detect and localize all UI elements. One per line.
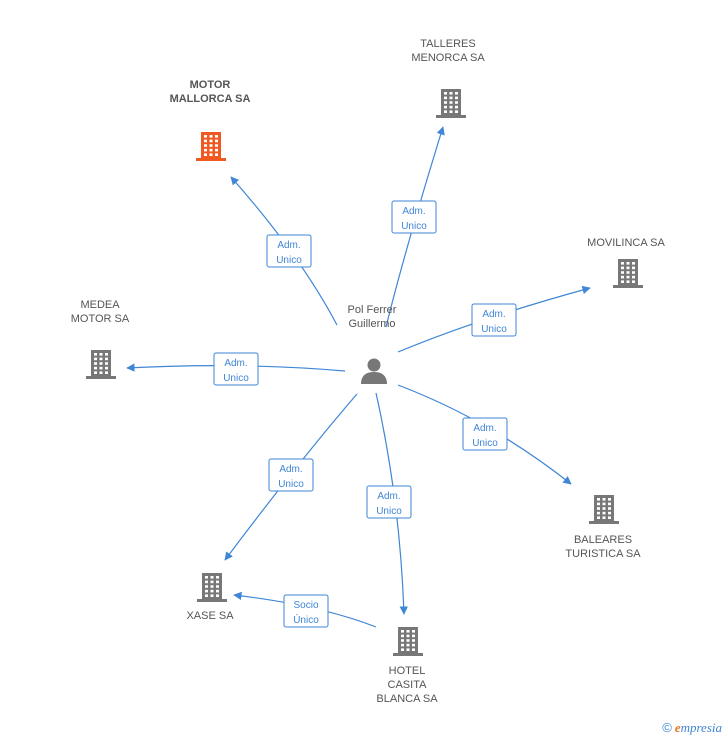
person-icon	[361, 358, 387, 384]
company-name: MALLORCA SA	[170, 93, 251, 105]
edge-label-text: Unico	[223, 373, 249, 384]
edge-label-text: Unico	[376, 506, 402, 517]
edge-label-motor-mallorca[interactable]: Adm. Unico	[266, 234, 312, 268]
edge-label-text: Adm.	[402, 206, 425, 217]
edge-label-box	[471, 303, 517, 337]
building-icon	[436, 89, 466, 118]
building-icon	[197, 573, 227, 602]
edge-label-hotel-casita-blanca[interactable]: Adm. Unico	[366, 485, 412, 519]
node-company-xase[interactable]: XASE SA	[186, 573, 234, 622]
edge-label-xase[interactable]: Adm. Unico	[268, 458, 314, 492]
edge-label-text: Adm.	[482, 309, 505, 320]
edge-label-medea-motor[interactable]: Adm. Unico	[213, 352, 259, 386]
empresia-logo[interactable]: ©empresia	[662, 720, 722, 736]
node-company-motor-mallorca[interactable]: MOTOR MALLORCA SA	[170, 79, 251, 161]
building-icon	[613, 259, 643, 288]
company-name: XASE SA	[186, 610, 234, 622]
edge-center-to-talleres-menorca	[385, 126, 445, 328]
edge-label-box	[366, 485, 412, 519]
edge-label-talleres-menorca[interactable]: Adm. Unico	[391, 200, 437, 234]
edge-label-baleares-turistica[interactable]: Adm. Unico	[462, 417, 508, 451]
edge-label-text: Socio	[293, 600, 318, 611]
edge-label-text: Adm.	[473, 423, 496, 434]
node-company-medea-motor[interactable]: MEDEA MOTOR SA	[71, 299, 130, 379]
copyright-symbol: ©	[662, 720, 672, 735]
company-name: BLANCA SA	[376, 693, 438, 705]
edge-label-box	[283, 594, 329, 628]
building-icon	[393, 627, 423, 656]
edge-label-text: Unico	[481, 324, 507, 335]
edge-label-text: Unico	[278, 479, 304, 490]
node-company-movilinca[interactable]: MOVILINCA SA	[587, 237, 665, 288]
company-name: HOTEL	[389, 665, 426, 677]
company-name: BALEARES	[574, 534, 632, 546]
edge-label-box	[266, 234, 312, 268]
person-name: Guillermo	[348, 318, 395, 330]
building-icon	[86, 350, 116, 379]
edge-label-text: Único	[293, 613, 319, 626]
edge-label-text: Adm.	[277, 240, 300, 251]
edge-label-box	[391, 200, 437, 234]
brand-initial: e	[674, 720, 681, 735]
node-company-baleares-turistica[interactable]: BALEARES TURISTICA SA	[565, 495, 641, 560]
company-name: TALLERES	[420, 38, 475, 50]
company-name: MENORCA SA	[411, 52, 485, 64]
edge-label-text: Adm.	[279, 464, 302, 475]
edge-label-text: Unico	[401, 221, 427, 232]
company-name: MOVILINCA SA	[587, 237, 665, 249]
node-company-hotel-casita-blanca[interactable]: HOTEL CASITA BLANCA SA	[376, 627, 438, 705]
company-name: CASITA	[388, 679, 428, 691]
brand-name: mpresia	[680, 720, 722, 735]
building-icon	[589, 495, 619, 524]
company-name: MOTOR	[190, 79, 231, 91]
edge-label-text: Unico	[472, 438, 498, 449]
edge-label-text: Adm.	[377, 491, 400, 502]
edge-label-box	[462, 417, 508, 451]
node-company-talleres-menorca[interactable]: TALLERES MENORCA SA	[411, 38, 485, 118]
building-icon	[196, 132, 226, 161]
edge-label-movilinca[interactable]: Adm. Unico	[471, 303, 517, 337]
edge-label-box	[213, 352, 259, 386]
company-name: MOTOR SA	[71, 313, 130, 325]
edge-label-text: Unico	[276, 255, 302, 266]
edge-label-box	[268, 458, 314, 492]
person-name: Pol Ferrer	[348, 304, 397, 316]
company-name: TURISTICA SA	[565, 548, 641, 560]
company-name: MEDEA	[80, 299, 120, 311]
edge-label-text: Adm.	[224, 358, 247, 369]
